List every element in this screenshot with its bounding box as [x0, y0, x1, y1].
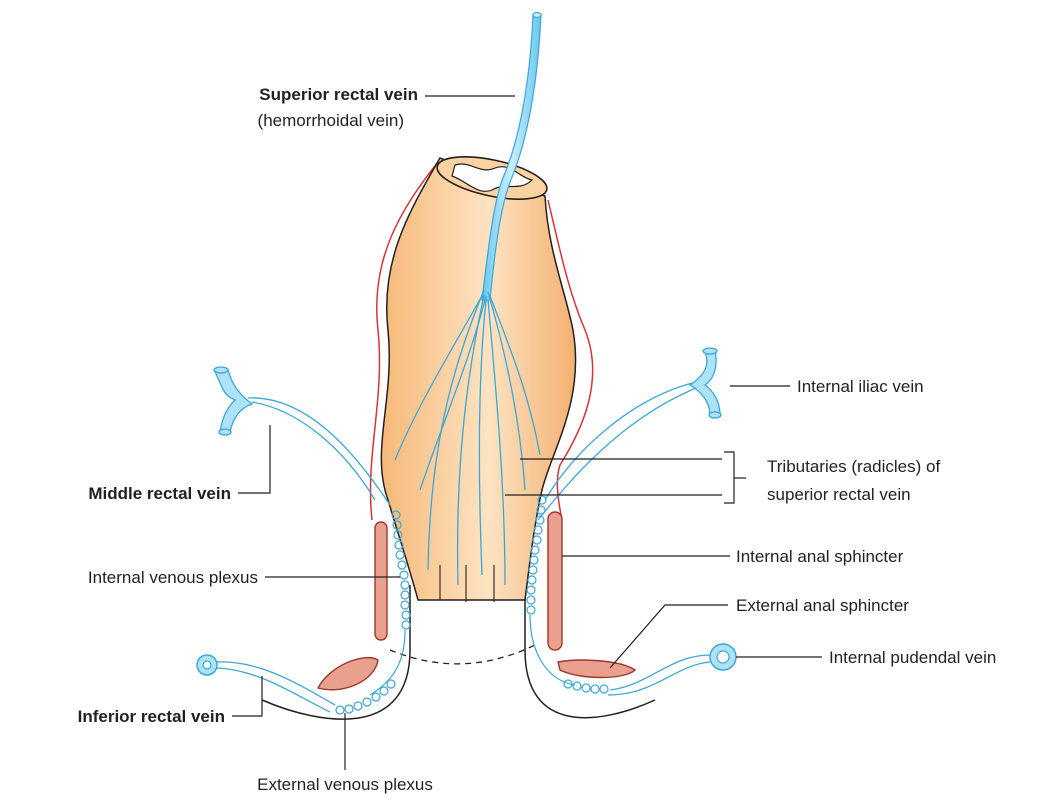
label-middle-rectal-vein: Middle rectal vein	[88, 484, 231, 503]
label-external-venous-plexus: External venous plexus	[257, 775, 433, 794]
rectum	[381, 158, 575, 600]
anal-canal-outline	[262, 585, 655, 719]
external-venous-plexus	[336, 680, 608, 714]
label-tributaries-line1: Tributaries (radicles) of	[767, 457, 940, 476]
label-tributaries-line2: superior rectal vein	[767, 485, 911, 504]
label-hemorrhoidal-vein: (hemorrhoidal vein)	[258, 111, 404, 130]
label-internal-venous-plexus: Internal venous plexus	[88, 568, 258, 587]
label-superior-rectal-vein: Superior rectal vein	[259, 85, 418, 104]
inferior-rectal-vein	[197, 655, 335, 712]
label-internal-iliac-vein: Internal iliac vein	[797, 377, 924, 396]
label-internal-pudendal-vein: Internal pudendal vein	[829, 648, 996, 667]
label-internal-anal-sphincter: Internal anal sphincter	[736, 547, 904, 566]
label-inferior-rectal-vein: Inferior rectal vein	[78, 707, 225, 726]
label-external-anal-sphincter: External anal sphincter	[736, 596, 909, 615]
middle-rectal-vein	[214, 367, 390, 505]
